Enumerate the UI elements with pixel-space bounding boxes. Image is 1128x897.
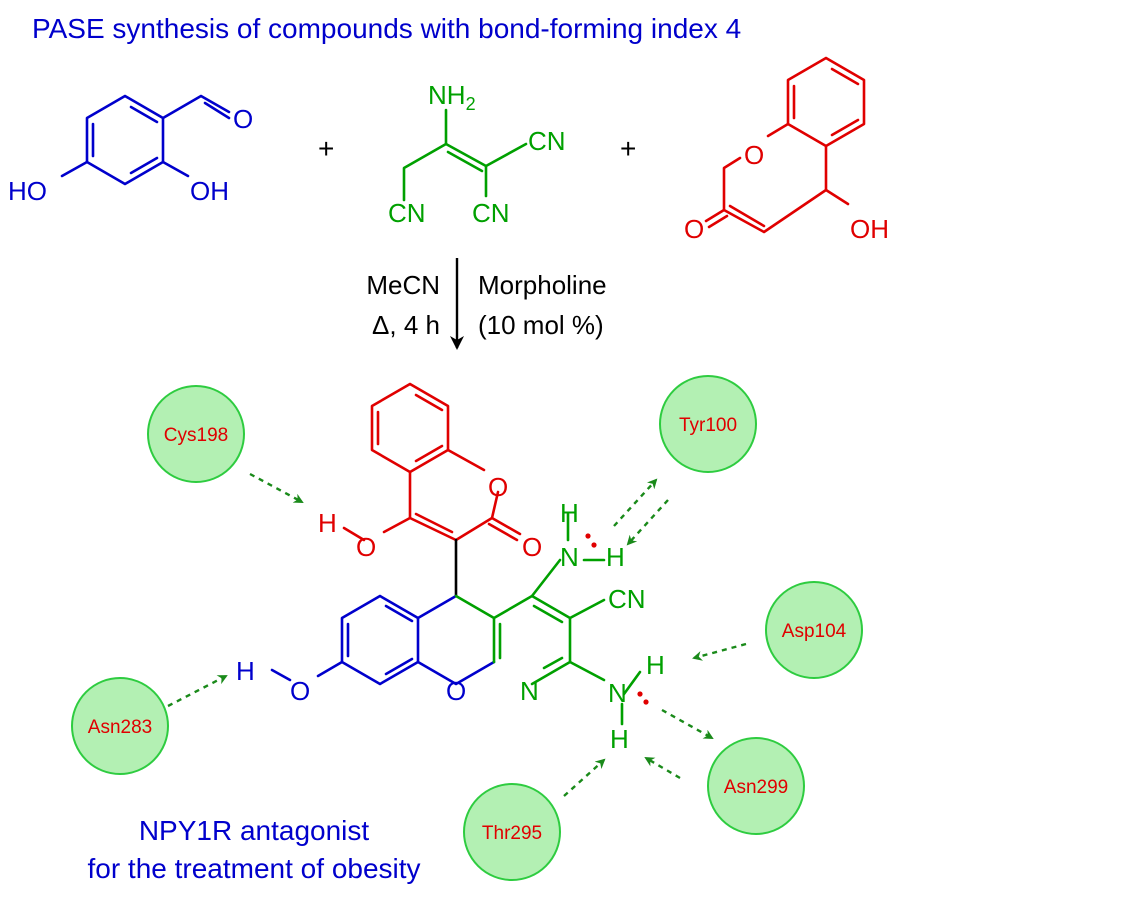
residue-cys198: Cys198 xyxy=(147,385,245,483)
residue-tyr100: Tyr100 xyxy=(659,375,757,473)
lone-pair-top-2 xyxy=(591,542,597,548)
nitrile-top: CN xyxy=(528,126,566,156)
hbond-cys198-to-oh xyxy=(249,472,304,504)
residue-asn283: Asn283 xyxy=(71,677,169,775)
residue-thr295: Thr295 xyxy=(463,783,561,881)
product-amine-bottom-hydrogen-right: H xyxy=(646,650,665,680)
svg-text:Tyr100: Tyr100 xyxy=(679,415,737,436)
product-amine-top-hydrogen-right: H xyxy=(606,542,625,572)
reactant-hydroxycoumarin: O O OH xyxy=(684,56,889,244)
reaction-arrow-group: MeCN Δ, 4 h Morpholine (10 mol %) xyxy=(366,258,607,350)
residue-asn299: Asn299 xyxy=(707,737,805,835)
hbond-nh-to-tyr100 xyxy=(613,478,658,527)
hbond-tyr100-to-nh xyxy=(626,499,669,546)
amine-nh2: NH2 xyxy=(428,80,476,114)
condition-heat-time: Δ, 4 h xyxy=(372,310,440,340)
hbond-arrows xyxy=(167,472,747,797)
nitrile-bottom-right: CN xyxy=(472,198,510,228)
aldehyde-oxygen: O xyxy=(233,104,253,134)
scheme-title: PASE synthesis of compounds with bond-fo… xyxy=(32,13,741,44)
product-hydroxyl-oxygen: O xyxy=(356,532,376,562)
hbond-nh-to-asn299 xyxy=(661,708,714,740)
product-amine-top-hydrogen-up: H xyxy=(560,498,579,528)
hbond-asn299-to-nh xyxy=(644,756,681,780)
product-amine-top-nitrogen: N xyxy=(560,542,579,572)
caption-line-1: NPY1R antagonist xyxy=(139,815,370,846)
hydroxyl-left: HO xyxy=(8,176,47,206)
product-carbonyl-oxygen: O xyxy=(522,532,542,562)
svg-text:Asn283: Asn283 xyxy=(88,717,152,738)
condition-catalyst: Morpholine xyxy=(478,270,607,300)
coumarin-ring-oxygen: O xyxy=(744,140,764,170)
product-pyridine-nitrogen: N xyxy=(520,676,539,706)
product-phenol-oxygen: O xyxy=(290,676,310,706)
nitrile-bottom-left: CN xyxy=(388,198,426,228)
condition-solvent: MeCN xyxy=(366,270,440,300)
coumarin-carbonyl-oxygen: O xyxy=(684,214,704,244)
product-molecule: O O O H O O H N CN N H H N H H xyxy=(236,382,665,754)
lone-pair-top-1 xyxy=(585,533,591,539)
product-ring-oxygen: O xyxy=(446,676,466,706)
product-amine-bottom-nitrogen: N xyxy=(608,678,627,708)
lone-pair-bottom-1 xyxy=(637,691,643,697)
product-phenol-hydrogen: H xyxy=(236,656,255,686)
svg-text:Asn299: Asn299 xyxy=(724,777,788,798)
product-amine-bottom-hydrogen-down: H xyxy=(610,724,629,754)
svg-text:Cys198: Cys198 xyxy=(164,425,228,446)
hbond-asn283-to-phenol xyxy=(167,674,228,708)
product-lactone-oxygen: O xyxy=(488,472,508,502)
residue-asp104: Asp104 xyxy=(765,581,863,679)
hbond-thr295-to-nh xyxy=(563,758,606,797)
caption-line-2: for the treatment of obesity xyxy=(87,853,420,884)
lone-pair-bottom-2 xyxy=(643,699,649,705)
plus-sign-1: + xyxy=(318,133,334,164)
hydroxyl-right: OH xyxy=(190,176,229,206)
product-nitrile: CN xyxy=(608,584,646,614)
hbond-asp104-to-nh xyxy=(692,642,747,661)
plus-sign-2: + xyxy=(620,133,636,164)
condition-catalyst-amount: (10 mol %) xyxy=(478,310,604,340)
coumarin-hydroxyl: OH xyxy=(850,214,889,244)
reactant-malononitrile-dimer: NH2 CN CN CN xyxy=(388,80,566,228)
svg-text:Thr295: Thr295 xyxy=(482,823,542,844)
svg-text:Asp104: Asp104 xyxy=(782,621,847,642)
reactant-dihydroxybenzaldehyde: O HO OH xyxy=(8,94,253,206)
product-hydroxyl-hydrogen: H xyxy=(318,508,337,538)
